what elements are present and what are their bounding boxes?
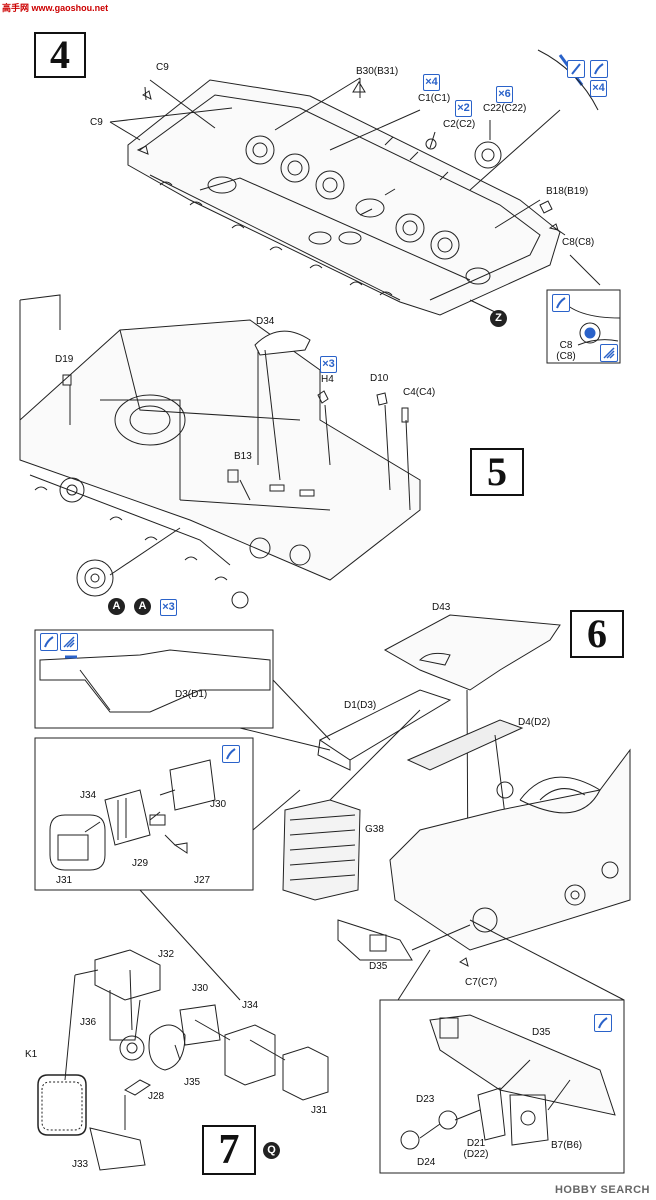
part-label-d43: D43 (432, 602, 451, 613)
qty-badge-x3-wheel: ×3 (160, 599, 177, 616)
part-label-d35-detail: D35 (532, 1027, 551, 1038)
part-label-b18: B18(B19) (546, 186, 589, 197)
part-label-j36: J36 (80, 1017, 97, 1028)
watermark-top: 高手网 www.gaoshou.net (2, 3, 109, 13)
ref-circle-a-1: A (108, 598, 125, 615)
qty-badge-x3-h4: ×3 (320, 356, 337, 373)
ref-circle-z: Z (490, 310, 507, 327)
step-number-7: 7 (202, 1125, 256, 1175)
step-number-5: 5 (470, 448, 524, 496)
part-label-j31: J31 (56, 875, 73, 886)
part-label-c2: C2(C2) (443, 119, 476, 130)
part-label-c9: C9 (90, 117, 103, 128)
qty-badge-x6-c22: ×6 (496, 86, 513, 103)
part-label-d21: D21 (D22) (463, 1138, 489, 1160)
step4-hull-drawing (110, 50, 600, 315)
part-label-b13: B13 (234, 451, 252, 462)
cement-icon (590, 60, 608, 78)
part-label-c9: C9 (156, 62, 169, 73)
qty-badge-x4-c1: ×4 (423, 74, 440, 91)
part-label-d23: D23 (416, 1094, 435, 1105)
qty-badge-x2-c2: ×2 (455, 100, 472, 117)
part-label-c1: C1(C1) (418, 93, 451, 104)
part-label-j34: J34 (242, 1000, 259, 1011)
part-label-j30: J30 (210, 799, 227, 810)
part-label-b7: B7(B6) (551, 1140, 583, 1151)
ref-circle-q: Q (263, 1142, 280, 1159)
part-label-j33: J33 (72, 1159, 89, 1170)
part-label-j32: J32 (158, 949, 175, 960)
glue-icon (567, 60, 585, 78)
step7-drawing (35, 738, 328, 1170)
step-number-4: 4 (34, 32, 86, 78)
part-label-d34: D34 (256, 316, 275, 327)
cement-icon (594, 1014, 612, 1032)
part-label-j27: J27 (194, 875, 211, 886)
cement-icon (40, 633, 58, 651)
part-label-j30: J30 (192, 983, 209, 994)
ref-circle-a-2: A (134, 598, 151, 615)
watermark-bottom: HOBBY SEARCH (554, 1184, 650, 1196)
cement-icon (222, 745, 240, 763)
step-number-6: 6 (570, 610, 624, 658)
part-label-c22: C22(C22) (483, 103, 527, 114)
part-label-d24: D24 (417, 1157, 436, 1168)
part-label-j28: J28 (148, 1091, 165, 1102)
part-label-c7: C7(C7) (465, 977, 498, 988)
qty-badge-x4-paint: ×4 (590, 80, 607, 97)
part-label-j29: J29 (132, 858, 149, 869)
part-label-d1: D1(D3) (344, 700, 377, 711)
part-label-k1: K1 (25, 1049, 38, 1060)
paint-icon (600, 344, 618, 362)
paint-icon (60, 633, 78, 651)
part-label-b30: B30(B31) (356, 66, 399, 77)
part-label-c8: C8(C8) (562, 237, 595, 248)
part-label-g38: G38 (365, 824, 384, 835)
part-label-d3: D3(D1) (175, 689, 208, 700)
part-label-j35: J35 (184, 1077, 201, 1088)
step5-hull-drawing (20, 295, 420, 608)
part-label-j34: J34 (80, 790, 97, 801)
part-label-d10: D10 (370, 373, 389, 384)
part-label-d4: D4(D2) (518, 717, 551, 728)
part-label-h4: H4 (321, 374, 334, 385)
part-label-c4: C4(C4) (403, 387, 436, 398)
part-label-d19: D19 (55, 354, 74, 365)
part-label-d35: D35 (369, 961, 388, 972)
step6-drawing (35, 615, 630, 1173)
cement-icon (552, 294, 570, 312)
part-label-c8-detail: C8 (C8) (556, 340, 576, 362)
part-label-j31: J31 (311, 1105, 328, 1116)
